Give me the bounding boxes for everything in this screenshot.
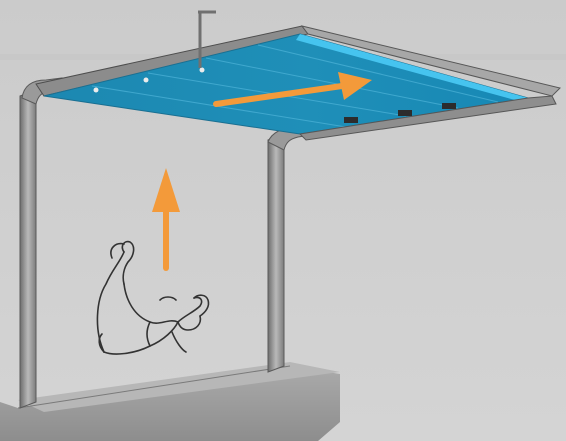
roller-bracket-1: [344, 117, 358, 123]
roller-bracket-3: [442, 103, 456, 109]
track-bolt-1: [94, 88, 99, 93]
roller-bracket-2: [398, 110, 412, 116]
right-post: [268, 134, 284, 372]
left-post: [20, 90, 36, 408]
track-bolt-3: [200, 68, 205, 73]
track-bolt-2: [144, 78, 149, 83]
